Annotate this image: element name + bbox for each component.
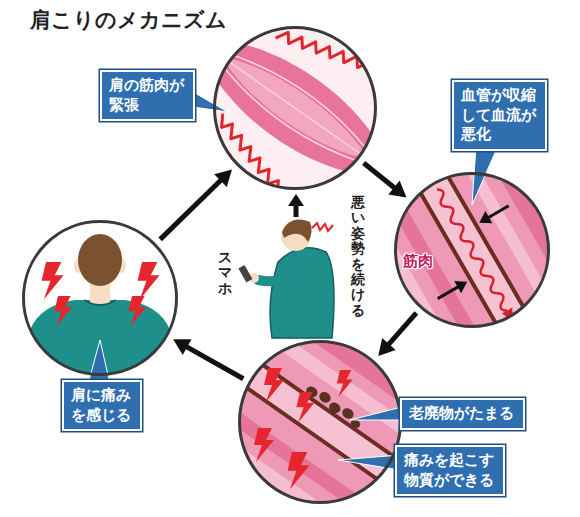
posture-arrow-part [288,194,304,206]
tense-muscle-picture-part-part [276,8,383,99]
shoulder-pain-picture-part [128,296,146,327]
tense-muscle-picture-part-part [202,114,309,205]
posture-arrow-part [294,205,299,217]
callout-box: 肩に痛みを感じる [62,380,142,431]
person-figure-part [238,265,252,282]
arrow-shaft [386,313,416,347]
vertical-label: スマホ [218,250,232,296]
vessel-picture-part-part [454,276,471,294]
shoulder-pain-picture-part [78,234,122,286]
callout-tail-part [338,455,400,470]
arrow-head [388,180,406,197]
person-figure [238,220,334,338]
tense-muscle-picture [149,0,441,245]
arrow-shaft [364,163,397,190]
waste-picture-part [337,370,353,397]
waste-picture-part [296,392,314,423]
tense-muscle-picture-part [149,0,441,245]
arrow-head [173,339,191,355]
callout-tail-part [350,406,406,420]
arrow-shaft [160,178,223,240]
diagram-title: 肩こりのメカニズム [30,6,227,34]
callout-tail-part [88,340,110,384]
callout-box: 痛みを起こす物質ができる [395,445,505,496]
waste-picture-part [254,428,274,462]
person-figure-part [258,265,302,281]
person-figure-part [312,223,333,231]
circle-node: 老廃物がたまる痛みを起こす物質ができる [238,340,402,504]
circle-node: 血管が収縮して血流が悪化筋肉 [394,172,550,328]
vessel-picture-part-part [502,308,518,324]
vessel-picture-part-part [438,287,459,299]
arrow-head [378,338,395,356]
cycle-arrow [160,169,232,239]
waste-picture-part-part [327,400,343,415]
cycle-arrow [378,313,416,356]
callout-box: 血管が収縮して血流が悪化 [452,80,547,151]
vessel-picture-part-part [476,211,493,229]
shoulder-pain-picture-part [42,262,64,299]
arrow-shaft [184,345,244,379]
waste-picture-part [288,452,310,489]
cycle-arrow [173,339,243,379]
cycle-arrow [364,163,407,197]
vessel-picture-part-part [434,187,511,312]
circle-node: 肩に痛みを感じる [22,220,178,376]
shoulder-pain-picture-part [54,296,72,327]
waste-picture-part [264,368,284,402]
callout-tail-part [472,146,498,205]
callout-box: 肩の筋肉が緊張 [100,70,195,121]
shoulder-pain-picture-part [84,300,116,305]
vertical-label: 悪い姿勢を続ける [351,195,365,318]
waste-picture-part-part [317,390,333,405]
muscle-label: 筋肉 [403,252,433,270]
shoulder-pain-picture-part [138,262,160,299]
callout-box: 老廃物がたまる [400,398,525,430]
posture-arrow [288,194,304,217]
person-figure-part [282,220,312,242]
vessel-picture-part-part [488,206,509,218]
arrow-head [214,169,232,187]
circle-node: 肩の筋肉が緊張 [213,26,377,190]
